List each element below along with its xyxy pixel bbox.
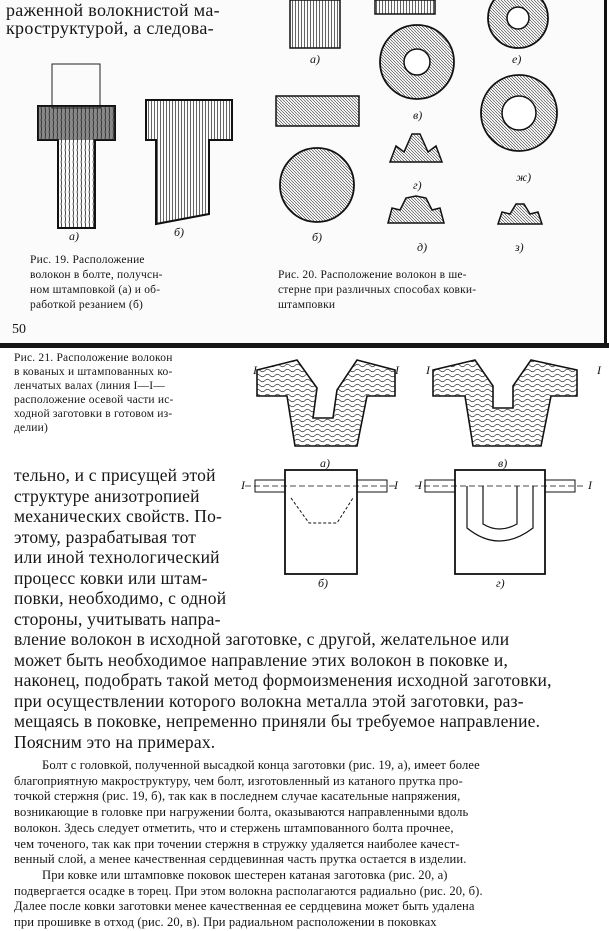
body-small-3: точкой стержня (рис. 19, б), так как в п…: [14, 789, 461, 804]
fig20-caption-3: штамповки: [278, 299, 336, 311]
intro-line-2: кроструктурой, а следова-: [6, 18, 214, 38]
fig20-label-v: в): [413, 108, 423, 122]
fig21-mark-5: I: [241, 478, 245, 492]
body-large-11: наконец, подобрать такой метод формоизме…: [14, 670, 552, 690]
fig19-caption-2: волокон в болте, получсн-: [30, 269, 163, 281]
bottom-page: Рис. 21. Расположение волокон в кованых …: [0, 348, 609, 929]
body-small-7: венный слой, а менее качественная сердце…: [14, 852, 467, 867]
figure-20-drawing: [275, 0, 558, 225]
top-page: раженной волокнистой ма- кроструктурой, …: [0, 0, 607, 343]
fig19-label-b: б): [174, 225, 185, 239]
body-large-1: тельно, и с присущей этой: [14, 465, 216, 485]
fig21-label-v: в): [498, 456, 508, 470]
intro-line-1: раженной волокнистой ма-: [6, 0, 220, 20]
fig21-caption-6: делии): [14, 422, 49, 434]
fig21-mark-3: I: [426, 363, 430, 377]
body-small-8: При ковке или штамповке поковок шестерен…: [42, 867, 448, 882]
fig20-caption-2: стерне при различных способах ковки-: [278, 284, 477, 296]
fig19-caption-1: Рис. 19. Расположение: [30, 254, 145, 266]
fig21-label-a: а): [320, 456, 330, 470]
body-large-13: мещаясь в поковке, непременно приняли бы…: [14, 711, 541, 731]
fig20-label-b: б): [312, 230, 323, 244]
page-number: 50: [12, 322, 26, 337]
fig21-mark-2: I: [395, 363, 399, 377]
fig20-label-z: з): [515, 240, 524, 254]
fig21-caption-1: Рис. 21. Расположение волокон: [14, 352, 173, 364]
fig19-label-a: а): [69, 229, 79, 243]
fig20-label-g: г): [413, 178, 422, 192]
body-large-3: механических свойств. По-: [14, 506, 223, 526]
body-large-8: стороны, учитывать напра-: [14, 608, 221, 629]
fig20-label-d: д): [417, 240, 428, 254]
body-large-5: или иной технологический: [14, 547, 220, 567]
body-small-10: Далее после ковки заготовки менее качест…: [14, 899, 475, 914]
fig21-mark-1: I: [253, 363, 257, 377]
fig20-label-a: а): [310, 52, 320, 66]
fig21-mark-7: I: [418, 478, 422, 492]
fig19-caption-3: ном штамповкой (а) и об-: [30, 284, 161, 296]
fig20-label-zh: ж): [516, 170, 532, 184]
fig20-label-e: е): [512, 52, 522, 66]
body-large-14: Поясним это на примерах.: [14, 731, 216, 752]
fig21-mark-8: I: [588, 478, 592, 492]
body-large-6: процесс ковки или штам-: [14, 567, 208, 588]
page-separator: [0, 343, 609, 348]
fig21-mark-4: I: [597, 363, 601, 377]
fig19-caption-4: работкой резанием (б): [30, 299, 144, 311]
fig21-caption-5: ходной заготовки в готовом из-: [14, 408, 173, 420]
body-small-2: благоприятную макроструктуру, чем болт, …: [14, 773, 463, 788]
body-small-5: волокон. Здесь следует отметить, что и с…: [14, 820, 454, 835]
body-large-10: может быть необходимое направление этих …: [14, 649, 509, 670]
fig21-mark-6: I: [394, 478, 398, 492]
fig21-label-b: б): [318, 576, 329, 590]
body-small-6: чем точеного, так как при точении стержн…: [14, 836, 460, 851]
figure-21-drawing: [245, 359, 585, 575]
body-large-4: этому, разрабатывая тот: [14, 526, 197, 547]
body-large-2: структуре анизотропией: [14, 485, 200, 506]
fig20-caption-1: Рис. 20. Расположение волокон в ше-: [278, 269, 467, 281]
fig21-caption-4: расположение осевой части ис-: [14, 394, 174, 406]
fig21-caption-2: в кованых и штампованных ко-: [14, 366, 173, 378]
body-large-7: повки, необходимо, с одной: [14, 588, 227, 608]
body-large-9: вление волокон в исходной заготовке, с д…: [14, 629, 510, 649]
figure-19-drawing: [37, 63, 233, 229]
body-small-11: при прошивке в отход (рис. 20, в). При р…: [14, 915, 437, 929]
body-small-4: возникающие в головке при нагружении бол…: [14, 805, 469, 820]
body-small-9: подвергается осадке в торец. При этом во…: [14, 883, 483, 898]
fig21-caption-3: ленчатых валах (линия I—I—: [14, 380, 165, 392]
body-large-12: при осуществлении которого волокна метал…: [14, 690, 524, 711]
fig21-label-g: г): [496, 576, 505, 590]
body-small-1: Болт с головкой, полученной высадкой кон…: [42, 758, 480, 772]
